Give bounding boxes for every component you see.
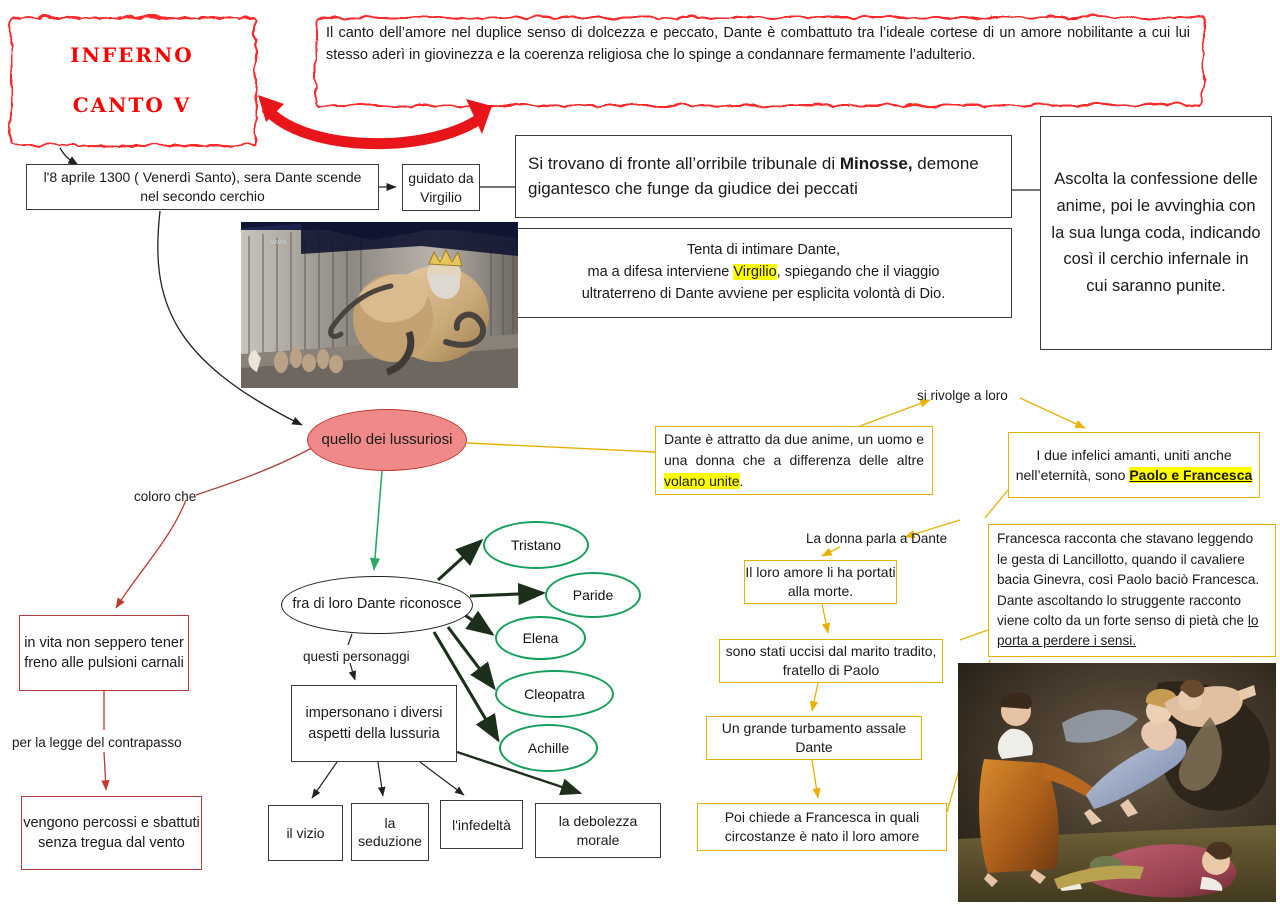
aspect-box-debolezza-morale: la debolezza morale [535,803,661,858]
dante-fainted-figure [1054,841,1237,898]
ascolta-confessione-box: Ascolta la confessione delle anime, poi … [1040,116,1272,350]
intro-summary-box: Il canto dell’amore nel duplice senso di… [312,14,1204,106]
aspect-box-seduzione: la seduzione [351,803,429,861]
guidato-text: guidato da Virgilio [408,169,474,205]
intro-text: Il canto dell’amore nel duplice senso di… [326,25,1190,64]
aspect-label: il vizio [286,825,325,841]
dante-riconosce-node: fra di loro Dante riconosce [281,576,473,634]
ascolta-text: Ascolta la confessione delle anime, poi … [1051,170,1261,296]
date-text: l'8 aprile 1300 ( Venerdì Santo), sera D… [43,169,362,204]
turbamento-text: Un grande turbamento assale Dante [721,720,907,755]
link-label-coloro-che: coloro che [134,489,196,504]
amore-morte-text: Il loro amore li ha portati alla morte. [745,564,896,599]
aspect-box-vizio: il vizio [268,805,343,861]
tenta-line-2a: ma a difesa interviene [587,264,734,281]
lussuriosi-label: quello dei lussuriosi [321,430,453,448]
paolo-francesca-highlight: Paolo e Francesca [1129,467,1253,483]
amanti-prefix: I due infelici amanti, uniti anche nell’… [1015,446,1232,483]
tenta-line-2b: , spiegando che il viaggio [776,264,940,281]
title-line-2: CANTO V [72,93,192,117]
uccisi-text: sono stati uccisi dal marito tradito, fr… [725,643,937,678]
character-node-tristano: Tristano [483,521,589,569]
label-text: questi personaggi [303,649,410,664]
riconosce-label: fra di loro Dante riconosce [292,596,462,613]
link-label-si-rivolge-a-loro: si rivolge a loro [917,388,1008,403]
poi-chiede-text: Poi chiede a Francesca in quali circosta… [724,809,920,844]
cerchio-lussuriosi-node: quello dei lussuriosi [307,409,467,471]
dante-attratto-box: Dante è attratto da due anime, un uomo e… [655,426,933,495]
character-node-paride: Paride [545,572,641,618]
label-text: per la legge del contrapasso [12,735,182,750]
character-label: Achille [527,740,570,756]
minosse-bold: Minosse, [839,153,913,173]
aspect-box-infedelta: l'infedeltà [440,800,523,849]
character-label: Tristano [510,537,562,553]
amore-morte-box: Il loro amore li ha portati alla morte. [744,560,897,604]
aspect-label: la debolezza morale [558,812,638,848]
guidato-da-virgilio-box: guidato da Virgilio [402,164,480,211]
attratto-suffix: . [739,473,744,490]
in-vita-text: in vita non seppero tener freno alle pul… [24,634,184,671]
aspect-label: l'infedeltà [452,816,511,833]
title-line-1: INFERNO [70,43,194,67]
perdere-i-sensi-underline: lo porta a perdere i sensi. [997,612,1259,649]
page-title: INFERNO CANTO V [8,14,256,146]
aspect-label: la seduzione [358,814,422,849]
in-vita-box: in vita non seppero tener freno alle pul… [19,615,189,691]
label-text: si rivolge a loro [917,388,1008,403]
tenta-text: Tenta di intimare Dante, ma a difesa int… [582,240,946,305]
turbamento-box: Un grande turbamento assale Dante [706,716,922,760]
label-text: La donna parla a Dante [806,531,948,546]
virgilio-highlight: Virgilio [733,264,777,281]
character-label: Elena [522,630,559,646]
attratto-prefix: Dante è attratto da due anime, un uomo e… [664,430,924,468]
label-text: coloro che [134,489,197,504]
francesca-text: Francesca racconta che stavano leggendo … [997,529,1267,651]
francesca-figure [1062,688,1187,825]
minosse-suffix: demone gigantesco che funge da giudice d… [528,153,979,198]
character-label: Cleopatra [524,686,585,702]
francesca-racconto-box: Francesca racconta che stavano leggendo … [988,524,1276,657]
paolo-francesca-painting [958,663,1276,902]
link-label-contrapasso: per la legge del contrapasso [12,735,182,750]
paolo-figure [1164,679,1256,791]
minosse-text: Si trovano di fronte all’orribile tribun… [528,152,999,201]
francesca-prefix: Francesca racconta che stavano leggendo … [997,531,1260,628]
character-node-elena: Elena [495,616,586,660]
character-node-achille: Achille [499,724,598,772]
vengono-percossi-text: vengono percossi e sbattuti senza tregua… [23,814,200,851]
volano-unite-highlight: volano unite [664,473,740,490]
character-label: Paride [572,587,614,603]
minosse-prefix: Si trovano di fronte all’orribile tribun… [528,153,840,173]
tenta-intimare-box: Tenta di intimare Dante, ma a difesa int… [515,228,1012,318]
minosse-tribunal-box: Si trovano di fronte all’orribile tribun… [515,135,1012,218]
attratto-text: Dante è attratto da due anime, un uomo e… [664,429,924,493]
character-node-cleopatra: Cleopatra [495,670,614,718]
impersonano-text: impersonano i diversi aspetti della luss… [305,705,443,742]
poi-chiede-box: Poi chiede a Francesca in quali circosta… [697,803,947,851]
minos-illustration: www. [241,222,518,388]
tenta-line-3: ultraterreno di Dante avviene per esplic… [581,285,946,302]
virgil-figure [979,692,1110,887]
date-box: l'8 aprile 1300 ( Venerdì Santo), sera D… [26,164,379,210]
due-infelici-amanti-box: I due infelici amanti, uniti anche nell’… [1008,432,1260,498]
link-label-la-donna-parla-a-dante: La donna parla a Dante [806,531,947,546]
uccisi-dal-marito-box: sono stati uccisi dal marito tradito, fr… [719,639,943,683]
impersonano-box: impersonano i diversi aspetti della luss… [291,685,457,762]
vengono-percossi-box: vengono percossi e sbattuti senza tregua… [21,796,202,870]
amanti-text: I due infelici amanti, uniti anche nell’… [1015,445,1253,486]
tenta-line-1: Tenta di intimare Dante, [686,242,841,259]
link-label-questi-personaggi: questi personaggi [303,649,410,664]
svg-text:www.: www. [270,239,288,246]
